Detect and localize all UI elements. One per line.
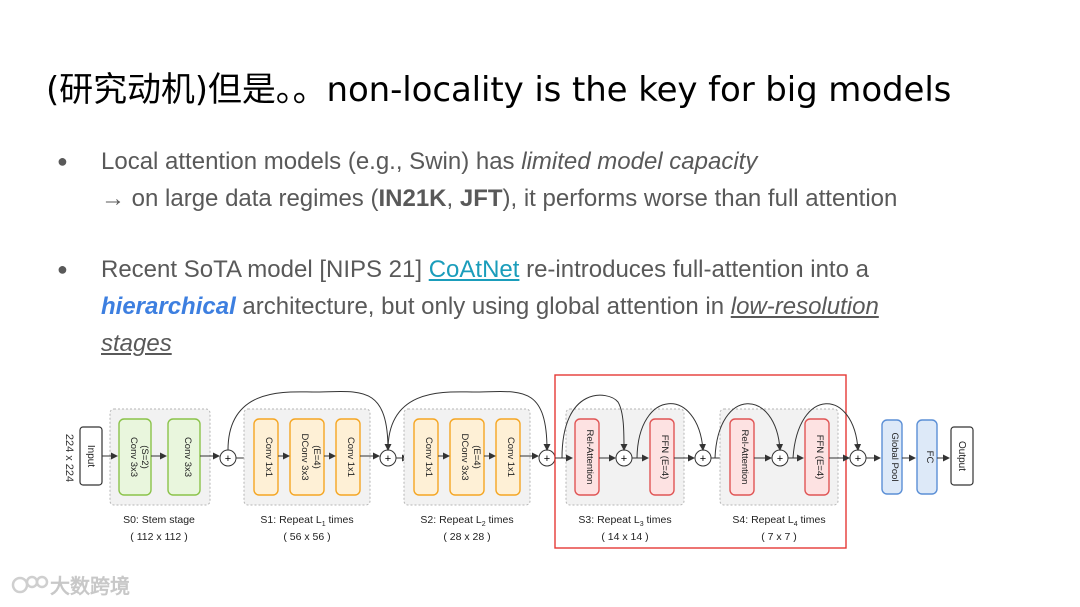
s3-block-text: Rel-Attention [584, 430, 595, 485]
s2-block-dconv3x3 [449, 418, 485, 496]
text-span: → on large data regimes ( [101, 185, 379, 212]
bullet-marker: ● [57, 151, 68, 171]
bullet-line: hierarchical architecture, but only usin… [101, 288, 879, 325]
global-pool-block [881, 419, 903, 495]
s1-block-conv1x1 [253, 418, 279, 496]
bullet-line: Recent SoTA model [NIPS 21] CoAtNet re-i… [101, 251, 879, 288]
s3-block-rel-attention [574, 418, 600, 496]
s3-block-ffn [649, 418, 675, 496]
emphasis-hierarchical: hierarchical [101, 293, 236, 320]
s4-stage-label: S4: Repeat L4 times [732, 514, 825, 528]
s0-block-text: Conv 3x3 [182, 437, 193, 477]
input-label: Input [85, 445, 96, 467]
s1-block-text: (E=4) [311, 445, 322, 469]
plus-sign: + [225, 453, 231, 465]
skip-connection [714, 403, 784, 459]
bullet-marker: ● [57, 259, 68, 279]
text-span: architecture, but only using global atte… [235, 293, 731, 320]
watermark: 大数跨境 [10, 570, 130, 599]
bullet-text: Local attention models (e.g., Swin) has … [101, 143, 897, 217]
s2-block-text: Conv 1x1 [505, 437, 516, 477]
input-size-label: 224 x 224 [63, 434, 75, 482]
global-pool-label: Global Pool [889, 432, 900, 481]
bold-jft: JFT [459, 185, 503, 212]
fc-label: FC [924, 451, 935, 464]
bold-in21k: IN21K [378, 185, 447, 212]
slide-title: (研究动机)但是。。non-locality is the key for bi… [46, 70, 952, 110]
s1-block-text: Conv 1x1 [345, 437, 356, 477]
coatnet-architecture-diagram: 224 x 224 Input Conv 3x3 (S=2) Conv 3x3 … [63, 374, 974, 549]
text-span: re-introduces full-attention into a [519, 256, 869, 283]
s2-block-text: (E=4) [471, 445, 482, 469]
s0-block-text: (S=2) [139, 445, 150, 469]
s0-block-conv3x3 [167, 418, 201, 496]
s2-block-text: DConv 3x3 [459, 434, 470, 481]
text-span: ), it performs worse than full attention [502, 185, 898, 212]
s3-block-text: FFN (E=4) [659, 435, 670, 480]
s3-stage-label: S3: Repeat L3 times [578, 514, 671, 528]
transformer-stages-highlight [554, 374, 847, 549]
s1-stage-label: S1: Repeat L1 times [260, 514, 353, 528]
s0-stage-res: ( 112 x 112 ) [130, 531, 187, 543]
coatnet-link[interactable]: CoAtNet [428, 256, 520, 283]
s2-block-conv1x1 [413, 418, 439, 496]
s1-block-conv1x1 [335, 418, 361, 496]
s2-stage-label: S2: Repeat L2 times [420, 514, 513, 528]
skip-connection [636, 403, 707, 459]
plus-sign: + [621, 453, 627, 465]
s1-block-text: Conv 1x1 [263, 437, 274, 477]
output-box [950, 426, 974, 486]
output-label: Output [956, 441, 967, 471]
s4-block-text: Rel-Attention [739, 430, 750, 485]
bullet-line: stages [101, 325, 879, 362]
s0-block-conv3x3-s2 [118, 418, 152, 496]
plus-sign: + [777, 453, 783, 465]
s3-stage-res: ( 14 x 14 ) [601, 531, 648, 543]
plus-sign: + [855, 453, 861, 465]
emphasis-stages: stages [101, 330, 172, 357]
fc-block [916, 419, 938, 495]
s4-block-text: FFN (E=4) [814, 435, 825, 480]
s2-stage-res: ( 28 x 28 ) [443, 531, 490, 543]
skip-connection [227, 390, 392, 451]
s1-block-dconv3x3 [289, 418, 325, 496]
s4-block-ffn [804, 418, 830, 496]
skip-connection [561, 394, 628, 459]
bullet-line: → on large data regimes (IN21K, JFT), it… [101, 180, 897, 217]
plus-sign: + [700, 453, 706, 465]
text-span: Recent SoTA model [NIPS 21] [101, 256, 429, 283]
s4-stage-res: ( 7 x 7 ) [761, 531, 797, 543]
emphasis-limited-capacity: limited model capacity [521, 148, 758, 175]
s4-block-rel-attention [729, 418, 755, 496]
bullet-line: Local attention models (e.g., Swin) has … [101, 143, 897, 180]
bullet-text: Recent SoTA model [NIPS 21] CoAtNet re-i… [101, 251, 879, 362]
plus-sign: + [544, 453, 550, 465]
s1-stage-res: ( 56 x 56 ) [283, 531, 330, 543]
text-span: Local attention models (e.g., Swin) has [101, 148, 522, 175]
s1-block-text: DConv 3x3 [299, 434, 310, 481]
s2-block-text: Conv 1x1 [423, 437, 434, 477]
s2-block-conv1x1 [495, 418, 521, 496]
skip-connection [792, 403, 862, 459]
s0-stage-label: S0: Stem stage [123, 514, 195, 526]
skip-connection [387, 391, 551, 451]
s0-block-text: Conv 3x3 [128, 437, 139, 477]
text-span: , [446, 185, 460, 212]
emphasis-low-resolution: low-resolution [730, 293, 879, 320]
plus-sign: + [385, 453, 391, 465]
watermark-logo-icon [11, 575, 49, 593]
watermark-text: 大数跨境 [50, 574, 130, 598]
